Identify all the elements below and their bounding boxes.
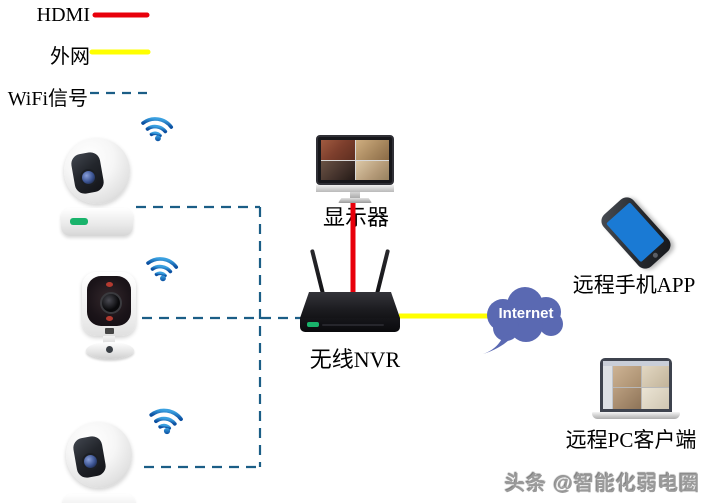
- monitor-screen: [316, 135, 394, 185]
- camera-feed-quadrant: [641, 366, 669, 387]
- cms-sidebar: [603, 366, 613, 409]
- monitor-icon: [316, 135, 396, 205]
- smartphone-icon: [596, 193, 680, 274]
- dome-camera-icon: [60, 138, 138, 236]
- brand-logo-icon: [105, 328, 114, 334]
- wifi-icon: [141, 117, 174, 142]
- brand-logo-icon: [70, 218, 88, 225]
- laptop-icon: [592, 358, 680, 424]
- camera-feed-quadrant: [355, 140, 389, 160]
- ir-led-icon: [106, 316, 113, 321]
- camera-feed-quadrant: [613, 366, 641, 387]
- camera-lens-panel: [87, 276, 131, 326]
- cms-toolbar: [603, 361, 669, 366]
- camera-lens-icon: [82, 453, 99, 470]
- internet-cloud-icon: [483, 287, 563, 354]
- camera-feed-quadrant: [613, 388, 641, 409]
- monitor-stand-neck: [350, 192, 360, 198]
- ir-led-icon: [106, 282, 113, 287]
- camera-feed-quadrant: [641, 388, 669, 409]
- camera-feed-quadrant: [321, 160, 355, 180]
- nvr-top-face: [300, 292, 400, 318]
- camera-feed-quadrant: [321, 140, 355, 160]
- camera-feed-grid: [321, 140, 389, 180]
- home-button-icon: [651, 251, 659, 259]
- smartphone-body: [597, 193, 675, 273]
- dome-camera-base: [61, 208, 133, 236]
- nvr-slot: [322, 324, 384, 326]
- antenna-icon: [309, 249, 326, 299]
- camera-lens-icon: [100, 292, 122, 314]
- dome-camera-head: [64, 138, 130, 204]
- brand-logo-icon: [307, 322, 319, 327]
- monitor-stand-base: [338, 198, 372, 203]
- phone-label: 远程手机APP: [572, 273, 696, 297]
- monitor-label: 显示器: [322, 205, 389, 230]
- monitor-chin: [316, 185, 394, 192]
- pc-label: 远程PC客户端: [565, 428, 697, 452]
- camera-feed-grid: [613, 366, 669, 409]
- laptop-screen: [600, 358, 672, 412]
- dome-camera-base: [63, 494, 135, 503]
- cube-camera-base: [86, 342, 134, 359]
- cube-camera-body: [82, 272, 136, 336]
- base-dot: [106, 346, 113, 353]
- cms-software-window: [603, 361, 669, 409]
- legend-label-wifi: WiFi信号: [7, 88, 88, 110]
- watermark-text: 头条 @智能化弱电圈: [504, 473, 700, 495]
- wifi-icon: [149, 408, 183, 435]
- camera-feed-quadrant: [355, 160, 389, 180]
- nvr-label: 无线NVR: [309, 347, 401, 372]
- legend-label-wan: 外网: [50, 46, 90, 68]
- cube-camera-neck: [103, 336, 115, 343]
- nvr-icon: [300, 248, 404, 334]
- cube-camera-icon: [76, 270, 142, 362]
- nvr-front-face: [300, 318, 400, 332]
- dome-camera-head: [66, 422, 132, 488]
- internet-label: Internet: [498, 305, 554, 322]
- dome-camera-icon: [62, 422, 140, 503]
- laptop-base: [592, 412, 680, 419]
- camera-lens-icon: [80, 169, 97, 186]
- wifi-icon: [146, 257, 179, 282]
- antenna-icon: [374, 249, 391, 299]
- legend-label-hdmi: HDMI: [36, 4, 90, 26]
